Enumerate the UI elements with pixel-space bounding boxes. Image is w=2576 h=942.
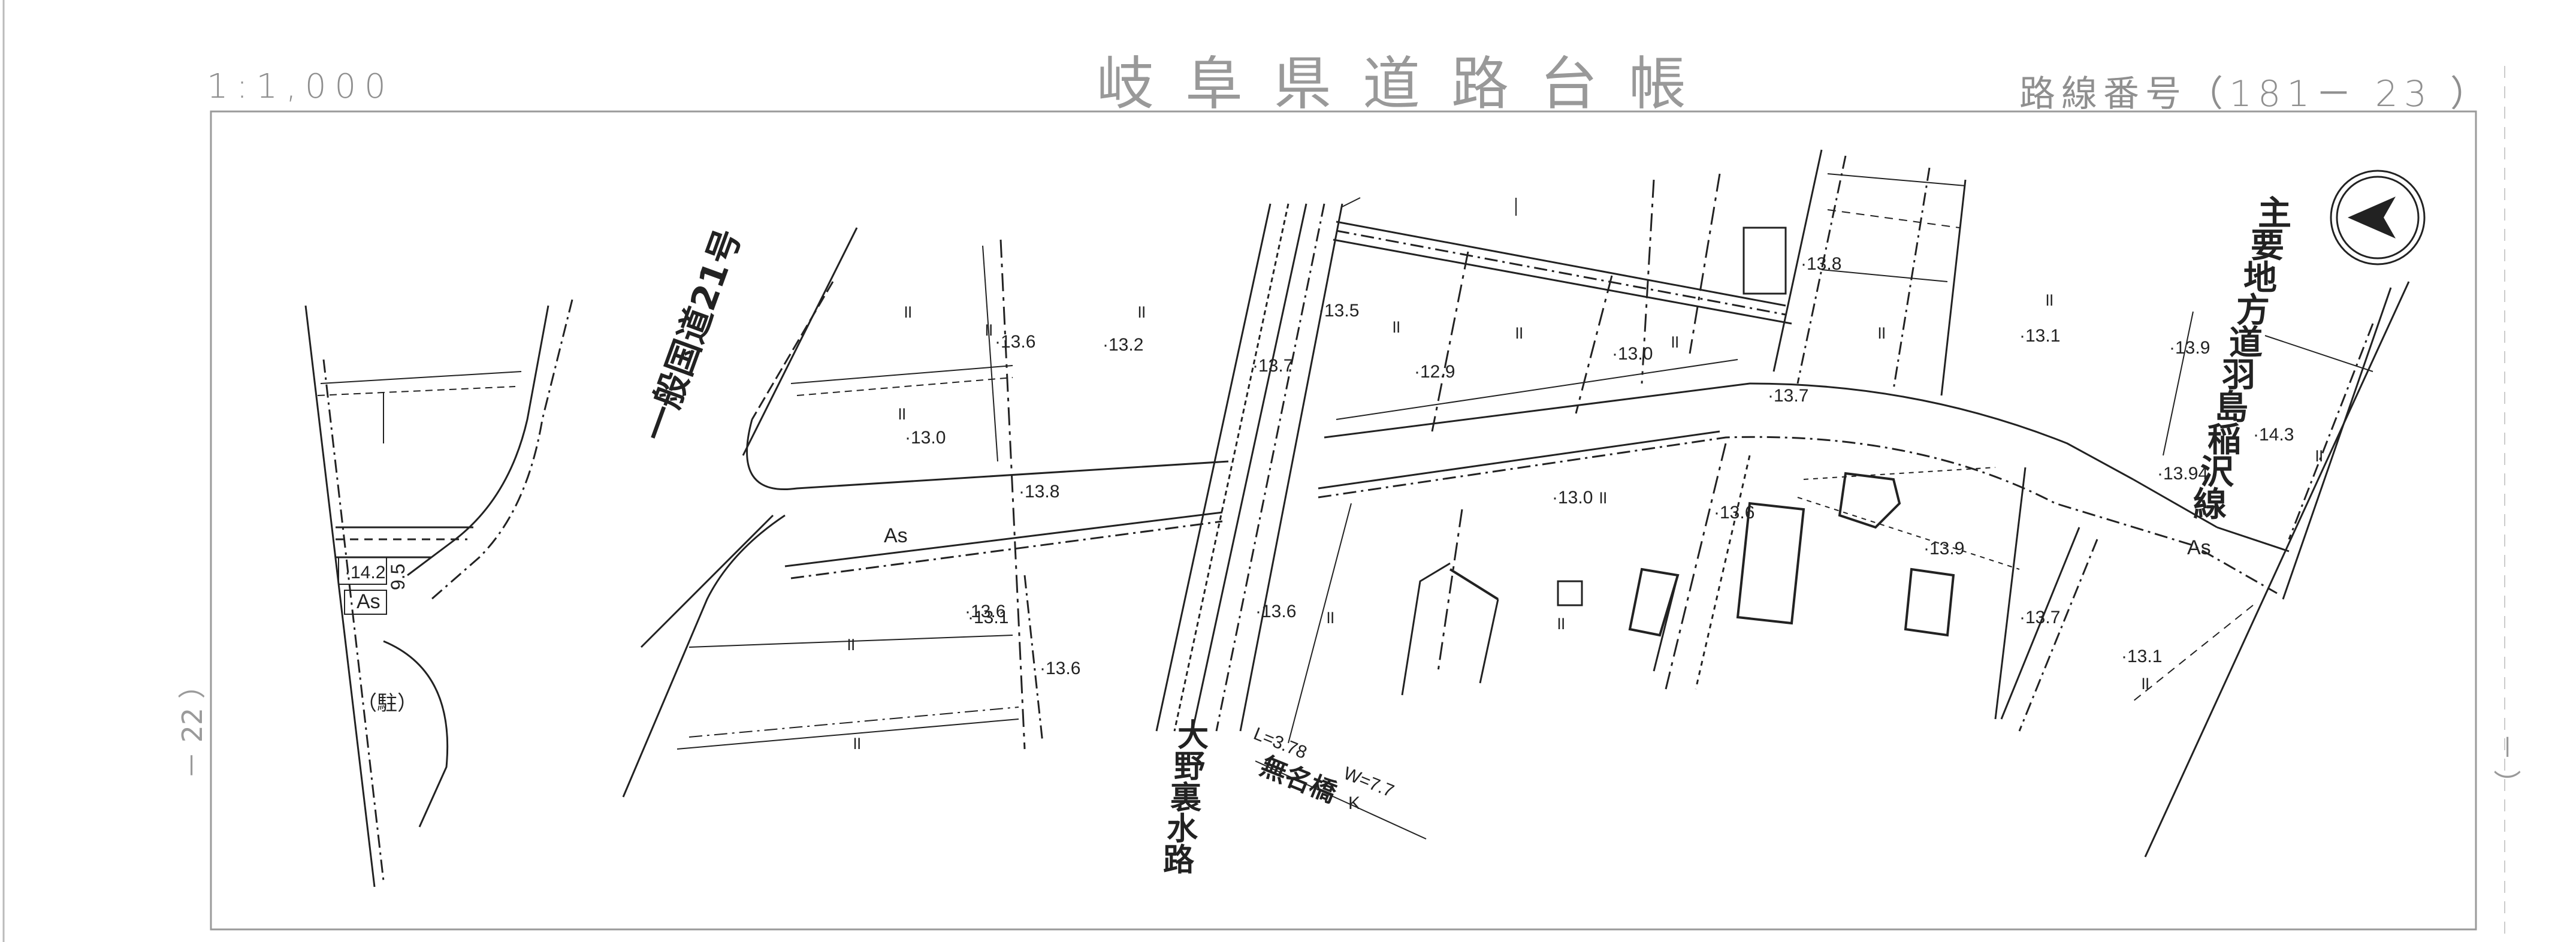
elevation-label: ·13.5 (1318, 301, 1359, 321)
map-title: 岐阜県道路台帳 (1097, 50, 1717, 117)
elevation-label: ·13.7 (1252, 356, 1293, 376)
land-use-mark: ॥ (2313, 446, 2324, 466)
elevation-label: ·13.1 (2121, 647, 2162, 666)
land-use-mark: ॥ (902, 302, 913, 322)
surface-label: As (2187, 536, 2211, 559)
elevation-label: ·13.0 (1552, 488, 1593, 508)
land-use-mark: ॥ (2043, 290, 2054, 310)
elevation-label: ·13.94 (2157, 464, 2208, 484)
prefectural-road-label: 主要地方道羽島稲沢線 (2193, 194, 2291, 524)
elevation-label: ·13.9 (1923, 539, 1964, 558)
land-use-mark: ॥ (1669, 332, 1680, 352)
land-use-mark: ॥ (1876, 323, 1886, 343)
elevation-label: ·14.2 (345, 563, 385, 582)
diagonal-road (622, 227, 1229, 798)
elevation-label: ·13.1 (2019, 326, 2060, 346)
surface-label: As (884, 524, 908, 547)
elevation-label: ·13.6 (995, 332, 1035, 352)
map-scale: 1:1,000 (207, 67, 394, 106)
elevation-label: ·13.6 (1255, 602, 1296, 621)
bridge-code-label: K (1348, 793, 1360, 813)
land-use-mark: ॥ (1136, 302, 1146, 322)
land-use-mark: ॥ (851, 733, 862, 753)
land-use-mark: ॥ (896, 404, 907, 424)
elevation-label: ·13.9 (2169, 338, 2210, 358)
north-arrow-icon (2330, 170, 2426, 265)
elevation-label: ·14.3 (2253, 425, 2294, 445)
national-road-21-label: 一般国道21号 (635, 224, 749, 446)
land-use-mark: ॥ (2139, 674, 2150, 693)
elevation-label: ·13.0 (905, 428, 946, 448)
land-use-mark: ॥ (1555, 614, 1566, 633)
elevation-label: ·13.6 (965, 602, 1005, 621)
elevation-label: ·13.7 (2019, 608, 2060, 627)
elevation-label: ·13.8 (1019, 482, 1059, 502)
elevation-label: ·13.6 (1714, 503, 1754, 523)
parking-label: （駐） (357, 692, 418, 715)
land-use-mark: ॥ (1324, 608, 1335, 627)
map-frame (210, 110, 2477, 931)
land-use-mark: ॥ (1513, 323, 1524, 343)
buildings (1449, 472, 1955, 637)
elevation-label: ·13.0 (1612, 344, 1653, 364)
elevation-label: ·13.2 (1103, 335, 1143, 355)
elevation-label: ·13.8 (1801, 254, 1841, 274)
surface-label: As (357, 590, 380, 613)
land-use-mark: ॥ (1597, 488, 1608, 508)
elevation-label: ·13.6 (1040, 659, 1080, 678)
dimension-label: 9.5 (387, 564, 409, 590)
route-number: 路線番号（181－ 23 ） (2019, 73, 2493, 115)
waterway-label: 大野裏水路 (1163, 718, 1209, 878)
main-prefectural-road (1318, 149, 2410, 858)
national-road-21 (304, 299, 573, 887)
land-use-mark: ॥ (845, 635, 856, 654)
land-use-mark: ॥ (1390, 317, 1401, 337)
land-use-mark: ॥ (983, 320, 993, 340)
waterway-channel (1155, 203, 1427, 840)
elevation-label: ·13.1 (968, 608, 1008, 627)
elevation-label: ·12.9 (1414, 362, 1455, 382)
elevation-label: ·13.7 (1768, 386, 1808, 406)
